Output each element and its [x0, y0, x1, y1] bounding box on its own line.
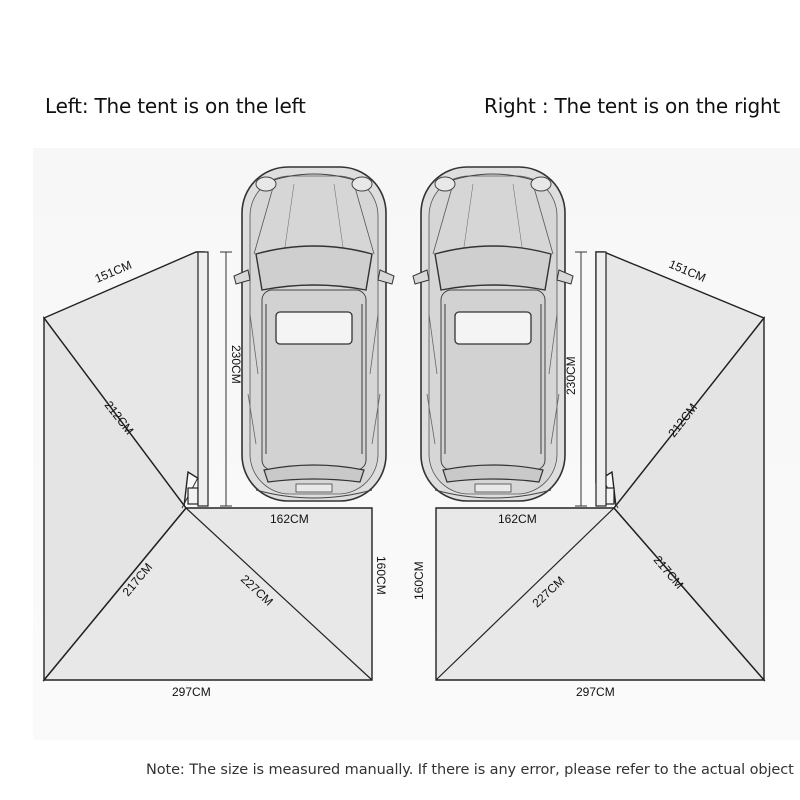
right-car: [412, 166, 574, 502]
left-pivot-bracket: [187, 487, 199, 505]
right-label-297: 297CM: [576, 685, 615, 699]
left-title: Left: The tent is on the left: [45, 94, 306, 118]
right-title: Right : The tent is on the right: [484, 94, 781, 118]
measurement-note: Note: The size is measured manually. If …: [146, 762, 794, 778]
left-label-297: 297CM: [172, 685, 211, 699]
left-car: [233, 166, 395, 502]
left-label-160: 160CM: [374, 556, 388, 595]
right-label-230: 230CM: [564, 356, 578, 395]
left-label-230: 230CM: [229, 345, 243, 384]
left-diagram: 151CM 212CM 230CM 162CM 160CM 217CM 227C…: [42, 166, 395, 699]
left-label-162: 162CM: [270, 512, 309, 526]
right-diagram: 151CM 212CM 230CM 162CM 160CM 227CM 217C…: [412, 166, 766, 699]
right-mount-bar: [595, 251, 607, 507]
left-mount-bar: [197, 251, 209, 507]
right-label-160: 160CM: [412, 561, 426, 600]
right-label-162: 162CM: [498, 512, 537, 526]
